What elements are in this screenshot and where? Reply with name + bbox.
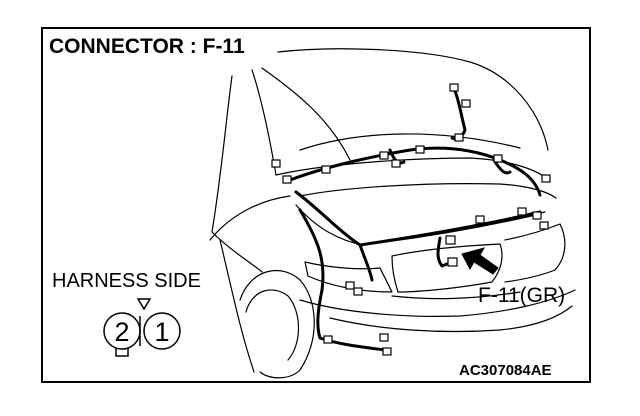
harness-side-label: HARNESS SIDE [52,270,201,292]
connector-callout-label: F-11(GR) [478,284,566,307]
figure-code: AC307084AE [459,362,552,379]
tail-light-right [504,223,566,283]
roof-line [277,48,549,151]
rear-bumper [299,289,576,317]
pin-1-circle [143,312,181,350]
pin-marker-triangle [136,298,152,311]
pin-1-number: 1 [154,317,169,347]
body-side [209,195,291,241]
diagram-frame [41,27,591,383]
diagram-title: CONNECTOR : F-11 [49,35,245,58]
trunk-lid [299,183,557,199]
rear-wheel [239,270,315,379]
harness-drop [298,208,387,352]
rear-pillar [251,69,277,176]
rear-window [261,67,521,161]
connector-pointer-arrow [461,247,499,275]
harness-main [288,146,542,197]
license-area [391,243,503,293]
harness-trunk [294,190,542,247]
pin-2-number: 2 [114,317,129,347]
connector-pin-diagram: 2 1 [103,298,181,357]
